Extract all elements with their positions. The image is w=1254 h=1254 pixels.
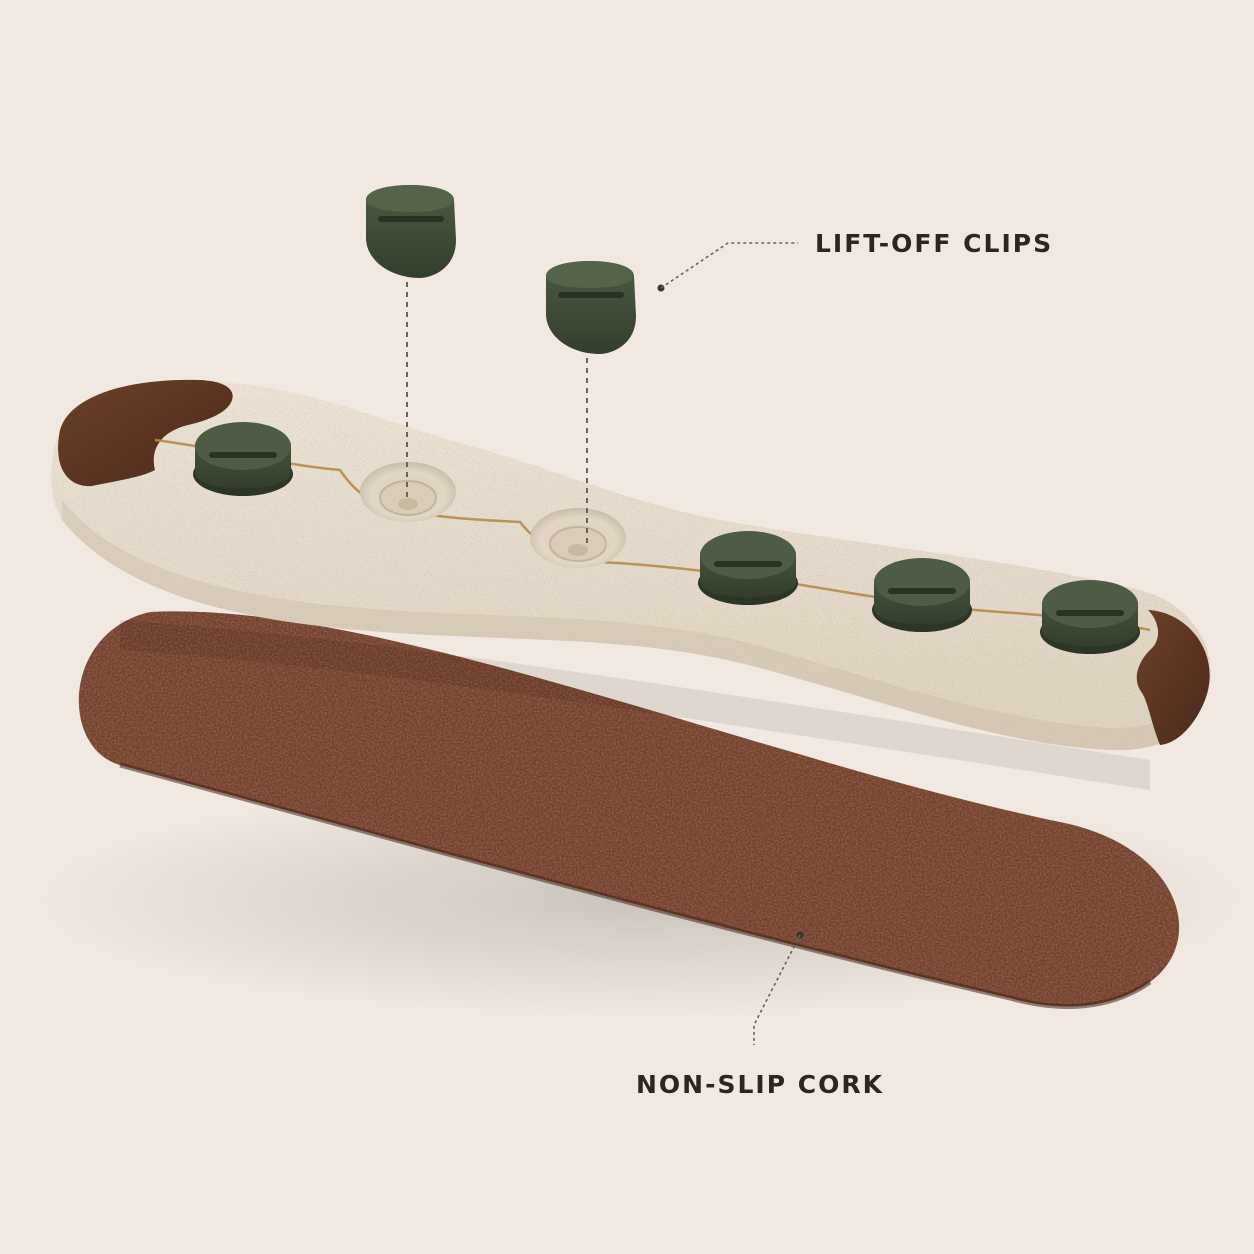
- seated-clip-2: [698, 531, 798, 605]
- callout-leader-cork: [753, 931, 804, 1045]
- terrazzo-tray: [51, 379, 1211, 751]
- seated-clip-4: [1040, 580, 1140, 654]
- floating-clip-2: [546, 261, 636, 354]
- walnut-cap-left: [58, 379, 233, 487]
- callout-label-non-slip-cork: NON-SLIP CORK: [636, 1070, 884, 1099]
- cork-pad: [78, 611, 1180, 1009]
- callout-label-lift-off-clips: LIFT-OFF CLIPS: [815, 229, 1054, 258]
- empty-clip-well-2: [530, 508, 626, 568]
- seated-clip-1: [193, 422, 293, 496]
- callout-leader-clips: [657, 242, 798, 292]
- floating-clip-1: [366, 185, 456, 278]
- walnut-cap-right: [1136, 610, 1210, 745]
- seated-clip-3: [872, 558, 972, 632]
- tray-shadow: [120, 620, 1150, 790]
